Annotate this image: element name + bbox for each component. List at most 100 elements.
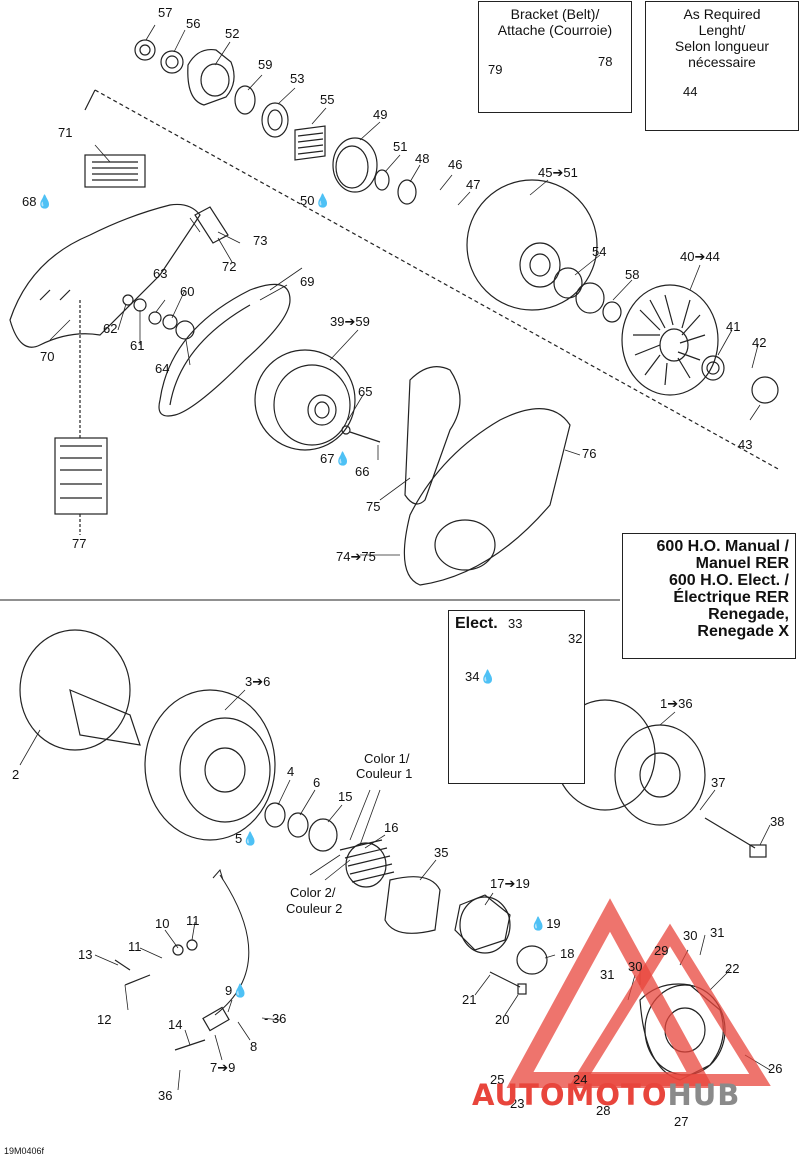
dash-icon: - <box>264 1011 272 1026</box>
models-box: 600 H.O. Manual / Manuel RER 600 H.O. El… <box>622 533 796 659</box>
callout-24: 24 <box>573 1072 588 1087</box>
callout-57: 57 <box>158 5 173 20</box>
callout-53: 53 <box>290 71 305 86</box>
callout-58: 58 <box>625 267 640 282</box>
callout-19: 💧19 <box>530 916 561 931</box>
bracket-box-line1: Bracket (Belt)/ <box>510 6 600 22</box>
callout-48: 48 <box>415 151 430 166</box>
as-required-line3: Selon longueur <box>674 38 770 54</box>
callout-5: 5💧 <box>235 831 259 846</box>
callout-6: 6 <box>313 775 321 790</box>
callout-49: 49 <box>373 107 388 122</box>
callout-40-44: 40➔44 <box>680 249 720 264</box>
callout-30-b: 30 <box>628 959 643 974</box>
callout-41: 41 <box>726 319 741 334</box>
callout-2: 2 <box>12 767 20 782</box>
callout-71: 71 <box>58 125 73 140</box>
model-line3: 600 H.O. Elect. / <box>668 572 789 589</box>
callout-78: 78 <box>598 54 613 69</box>
callout-12: 12 <box>97 1012 112 1027</box>
oil-drop-icon: 💧 <box>479 669 496 684</box>
axis-tick <box>84 89 96 111</box>
callout-75: 75 <box>366 499 381 514</box>
callout-61: 61 <box>130 338 145 353</box>
callout-70: 70 <box>40 349 55 364</box>
callout-23: 23 <box>510 1096 525 1111</box>
callout-79: 79 <box>488 62 503 77</box>
callout-54: 54 <box>592 244 607 259</box>
callout-55: 55 <box>320 92 335 107</box>
callout-36-b: 36 <box>158 1088 173 1103</box>
callout-63: 63 <box>153 266 168 281</box>
callout-56: 56 <box>186 16 201 31</box>
callout-66: 66 <box>355 464 370 479</box>
callout-77: 77 <box>72 536 87 551</box>
callout-29: 29 <box>654 943 669 958</box>
oil-drop-icon: 💧 <box>242 831 259 846</box>
color1-en: Color 1/ <box>364 751 410 766</box>
callout-11-b: 11 <box>128 939 142 954</box>
oil-drop-icon: 💧 <box>334 451 351 466</box>
callout-67: 67💧 <box>320 451 351 466</box>
callout-31-b: 31 <box>600 967 615 982</box>
oil-drop-icon: 💧 <box>314 193 331 208</box>
callout-35: 35 <box>434 845 449 860</box>
model-line2: Manuel RER <box>695 555 789 572</box>
callout-47: 47 <box>466 177 481 192</box>
oil-drop-icon: 💧 <box>232 983 249 998</box>
as-required-line2: Lenght/ <box>698 22 746 38</box>
model-line1: 600 H.O. Manual / <box>656 538 789 555</box>
callout-50: 50💧 <box>300 193 331 208</box>
callout-8: 8 <box>250 1039 258 1054</box>
callout-51: 51 <box>393 139 408 154</box>
callout-62: 62 <box>103 321 118 336</box>
elect-box: Elect. <box>448 610 585 784</box>
callout-69: 69 <box>300 274 315 289</box>
callout-68: 68💧 <box>22 194 53 209</box>
assembly-axis-upper <box>94 89 781 471</box>
callout-22: 22 <box>725 961 740 976</box>
callout-37: 37 <box>711 775 726 790</box>
callout-52: 52 <box>225 26 240 41</box>
callout-31-a: 31 <box>710 925 725 940</box>
callout-76: 76 <box>582 446 597 461</box>
callout-46: 46 <box>448 157 463 172</box>
callout-36-a: - 36 <box>264 1011 287 1026</box>
callout-11-a: 11 <box>186 913 200 928</box>
callout-43: 43 <box>738 437 753 452</box>
callout-65: 65 <box>358 384 373 399</box>
callout-9: 9💧 <box>225 983 249 998</box>
as-required-line1: As Required <box>683 6 761 22</box>
callout-74-75: 74➔75 <box>336 549 376 564</box>
callout-33: 33 <box>508 616 523 631</box>
callout-72: 72 <box>222 259 237 274</box>
callout-17-19: 17➔19 <box>490 876 530 891</box>
callout-39-59: 39➔59 <box>330 314 370 329</box>
oil-drop-icon: 💧 <box>36 194 53 209</box>
watermark-logo: AUTOMOTOHUB <box>472 1078 740 1112</box>
oil-drop-icon: 💧 <box>530 916 547 931</box>
callout-4: 4 <box>287 764 295 779</box>
as-required-box: As Required Lenght/ Selon longueur néces… <box>645 1 799 131</box>
callout-3-6: 3➔6 <box>245 674 271 689</box>
bracket-belt-box: Bracket (Belt)/ Attache (Courroie) <box>478 1 632 113</box>
callout-26: 26 <box>768 1061 783 1076</box>
callout-14: 14 <box>168 1017 183 1032</box>
callout-25: 25 <box>490 1072 505 1087</box>
callout-7-9: 7➔9 <box>210 1060 236 1075</box>
callout-16: 16 <box>384 820 399 835</box>
callout-73: 73 <box>253 233 268 248</box>
callout-28: 28 <box>596 1103 611 1118</box>
bracket-box-line2: Attache (Courroie) <box>497 22 613 38</box>
color2-fr: Couleur 2 <box>286 901 343 916</box>
model-line5: Renegade, <box>708 606 789 623</box>
color1-fr: Couleur 1 <box>356 766 413 781</box>
callout-59: 59 <box>258 57 273 72</box>
color2-en: Color 2/ <box>290 885 336 900</box>
watermark-hub: HUB <box>667 1078 741 1112</box>
callout-21: 21 <box>462 992 477 1007</box>
document-reference: 19M0406f <box>4 1146 45 1156</box>
callout-30-a: 30 <box>683 928 698 943</box>
